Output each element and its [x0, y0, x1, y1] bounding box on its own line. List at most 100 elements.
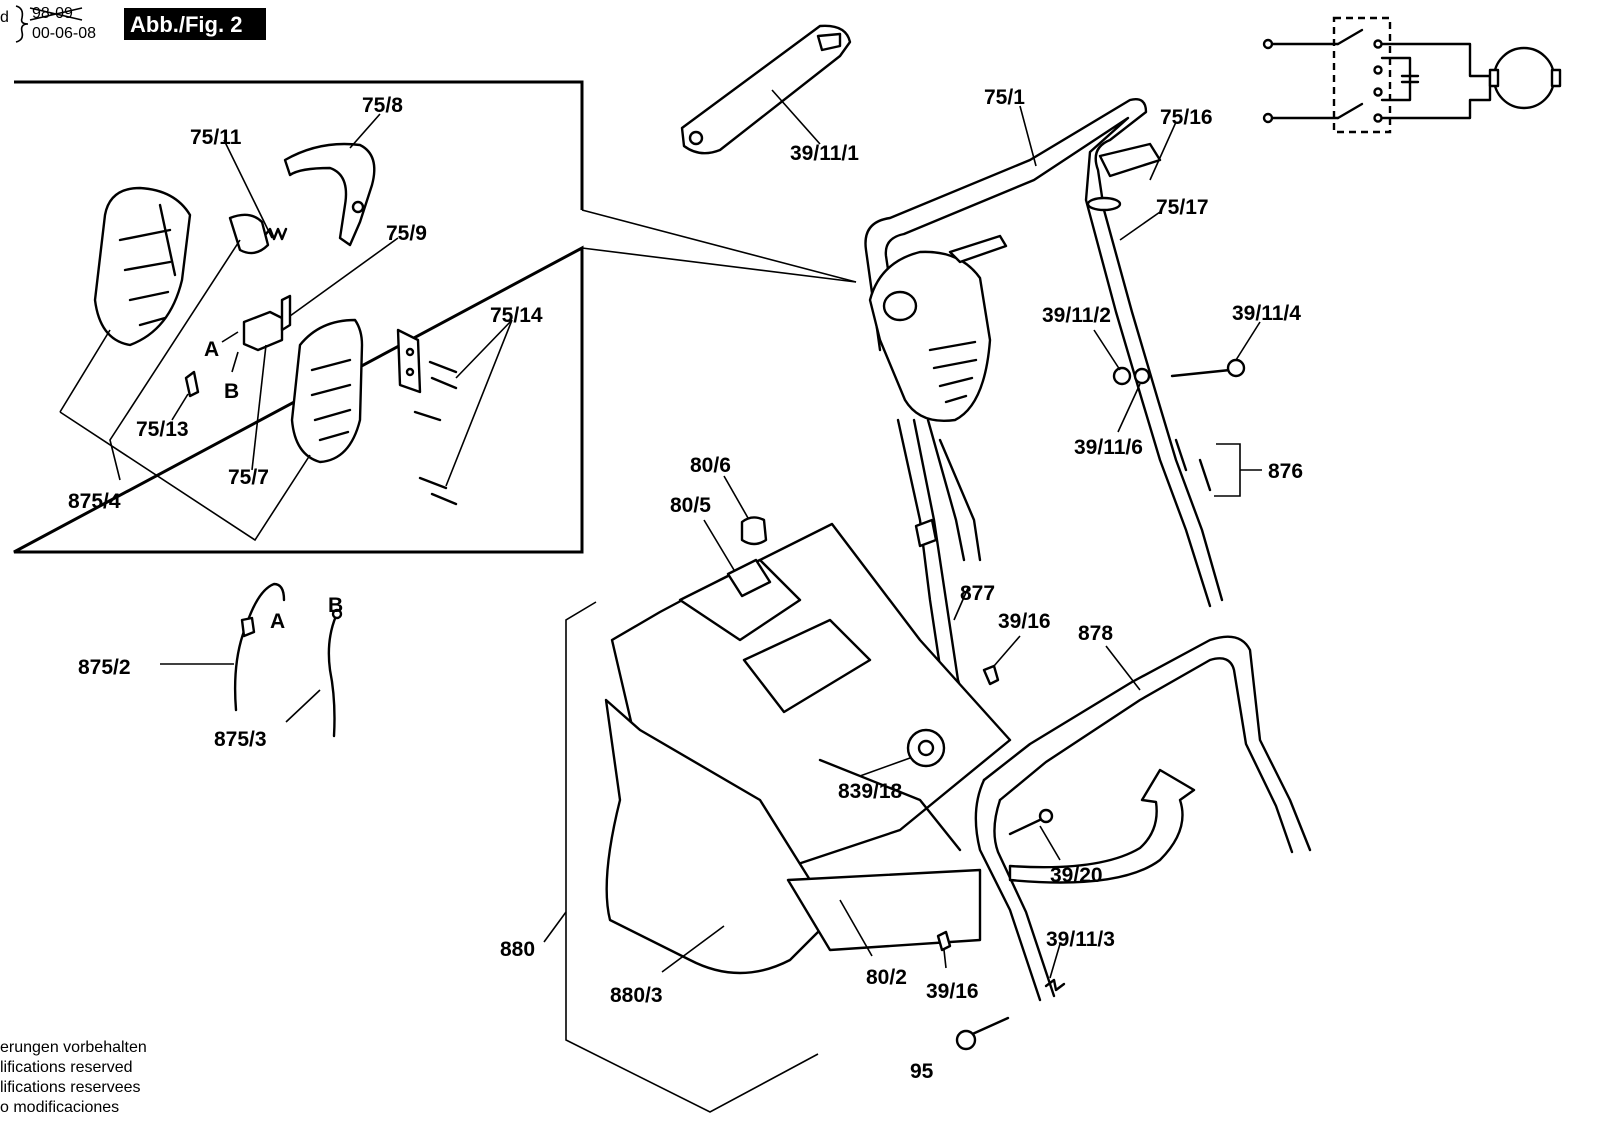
leader [59, 329, 311, 542]
handle-tube-outer [864, 98, 1224, 602]
wrench-hole [688, 130, 704, 146]
switch-knob [882, 290, 918, 322]
switch-contact [1336, 28, 1364, 46]
handle-switch-housing [868, 250, 992, 422]
tube-joint [914, 518, 938, 548]
cover-window [742, 618, 872, 714]
leader [771, 89, 821, 145]
lever-pivot [351, 200, 365, 214]
detail-inset: 75/8 75/11 75/9 75/14 A B 75/13 75/7 875… [13, 80, 857, 554]
leader [349, 113, 381, 149]
bolt-set: 39/11/2 39/11/4 39/11/6 876 [1042, 302, 1303, 497]
circuit-schematic [1262, 16, 1562, 134]
figure-label: Abb./Fig. 2 [130, 12, 242, 37]
label-B: B [224, 380, 239, 403]
label-39-11-6: 39/11/6 [1074, 436, 1143, 459]
tube-joint-876 [1174, 438, 1212, 492]
label-39-11-3: 39/11/3 [1046, 928, 1115, 951]
cable-clamp [1098, 142, 1162, 178]
switch-button [228, 213, 270, 255]
leader [223, 139, 273, 239]
figure-label-box [124, 8, 266, 40]
label-875-4: 875/4 [68, 490, 121, 513]
lever-grip [948, 234, 1008, 264]
knob-center [917, 739, 935, 757]
leader [1117, 383, 1141, 433]
terminal-sleeve [184, 370, 200, 398]
label-A: A [204, 338, 219, 361]
cable-run [926, 418, 982, 562]
label-39-11-4: 39/11/4 [1232, 302, 1301, 325]
callout-line [581, 209, 857, 283]
screws-75-14 [413, 360, 458, 506]
bolt-95 [966, 1016, 1010, 1038]
cover-ribs [310, 358, 352, 442]
wire [1380, 42, 1492, 78]
plate-hole [405, 367, 415, 377]
leader [1235, 321, 1261, 361]
leader [661, 925, 725, 973]
header-brace [15, 5, 29, 43]
leader [285, 689, 321, 723]
fold-arrow [1008, 768, 1196, 884]
lower-handle-outer [982, 635, 1312, 852]
clip-39-16-a [982, 664, 1000, 686]
microswitch [242, 310, 284, 352]
header-left-fragment: d [0, 9, 9, 26]
cable-875-2 [233, 582, 286, 712]
motor-brush [1488, 68, 1500, 88]
wire [1380, 56, 1412, 102]
leader [1119, 211, 1161, 241]
plate-hole [405, 347, 415, 357]
label-875-2: 875/2 [78, 656, 131, 679]
footer-line-4: o modificaciones [0, 1099, 119, 1116]
washer-39-11-6 [1133, 367, 1151, 385]
housing-edge [158, 203, 177, 277]
grass-box-assembly: 80/6 80/5 839/18 880 880/3 80/2 [500, 454, 1012, 1113]
label-880-3: 880/3 [610, 984, 663, 1007]
bolt-head [1226, 358, 1246, 378]
label-B2: B [328, 594, 343, 617]
switch-enclosure [1332, 16, 1392, 134]
mounting-plate [396, 328, 422, 394]
label-880: 880 [500, 938, 535, 961]
lower-handle-leg [974, 778, 1056, 1002]
cables: 875/2 A B 875/3 [78, 582, 343, 751]
label-39-11-2: 39/11/2 [1042, 304, 1111, 327]
callout-line [581, 247, 857, 283]
motor-brush [1550, 68, 1562, 88]
label-877: 877 [960, 582, 995, 605]
wrench-39-11-1: 39/11/1 [680, 24, 859, 165]
label-80-2: 80/2 [866, 966, 907, 989]
box-inner-edge [818, 758, 962, 852]
leader [289, 237, 399, 317]
leader [1019, 105, 1037, 167]
leader [231, 351, 239, 373]
cable-connector-A [240, 616, 256, 638]
leader [1149, 121, 1177, 181]
label-75-8: 75/8 [362, 94, 403, 117]
label-75-17: 75/17 [1156, 196, 1209, 219]
button-spring [264, 227, 288, 241]
label-75-14: 75/14 [490, 304, 543, 327]
label-75-13: 75/13 [136, 418, 189, 441]
box-floor-80-2 [786, 868, 982, 952]
wire [1380, 74, 1492, 120]
bolt-39-20 [1008, 816, 1046, 836]
node [1373, 87, 1383, 97]
footer-line-2: lifications reserved [0, 1059, 133, 1076]
leader [1039, 825, 1061, 861]
leader [251, 344, 267, 471]
leader [703, 519, 735, 571]
bracket-880 [565, 601, 819, 1113]
leader [859, 757, 911, 777]
plug-80-6 [740, 516, 768, 546]
clamp-ring [1086, 196, 1122, 212]
bracket-876 [1214, 443, 1262, 497]
leader [445, 319, 513, 487]
switch-contact [1336, 102, 1364, 120]
strike-line [29, 7, 83, 21]
socket-80-5 [726, 558, 772, 598]
leader [993, 635, 1021, 667]
